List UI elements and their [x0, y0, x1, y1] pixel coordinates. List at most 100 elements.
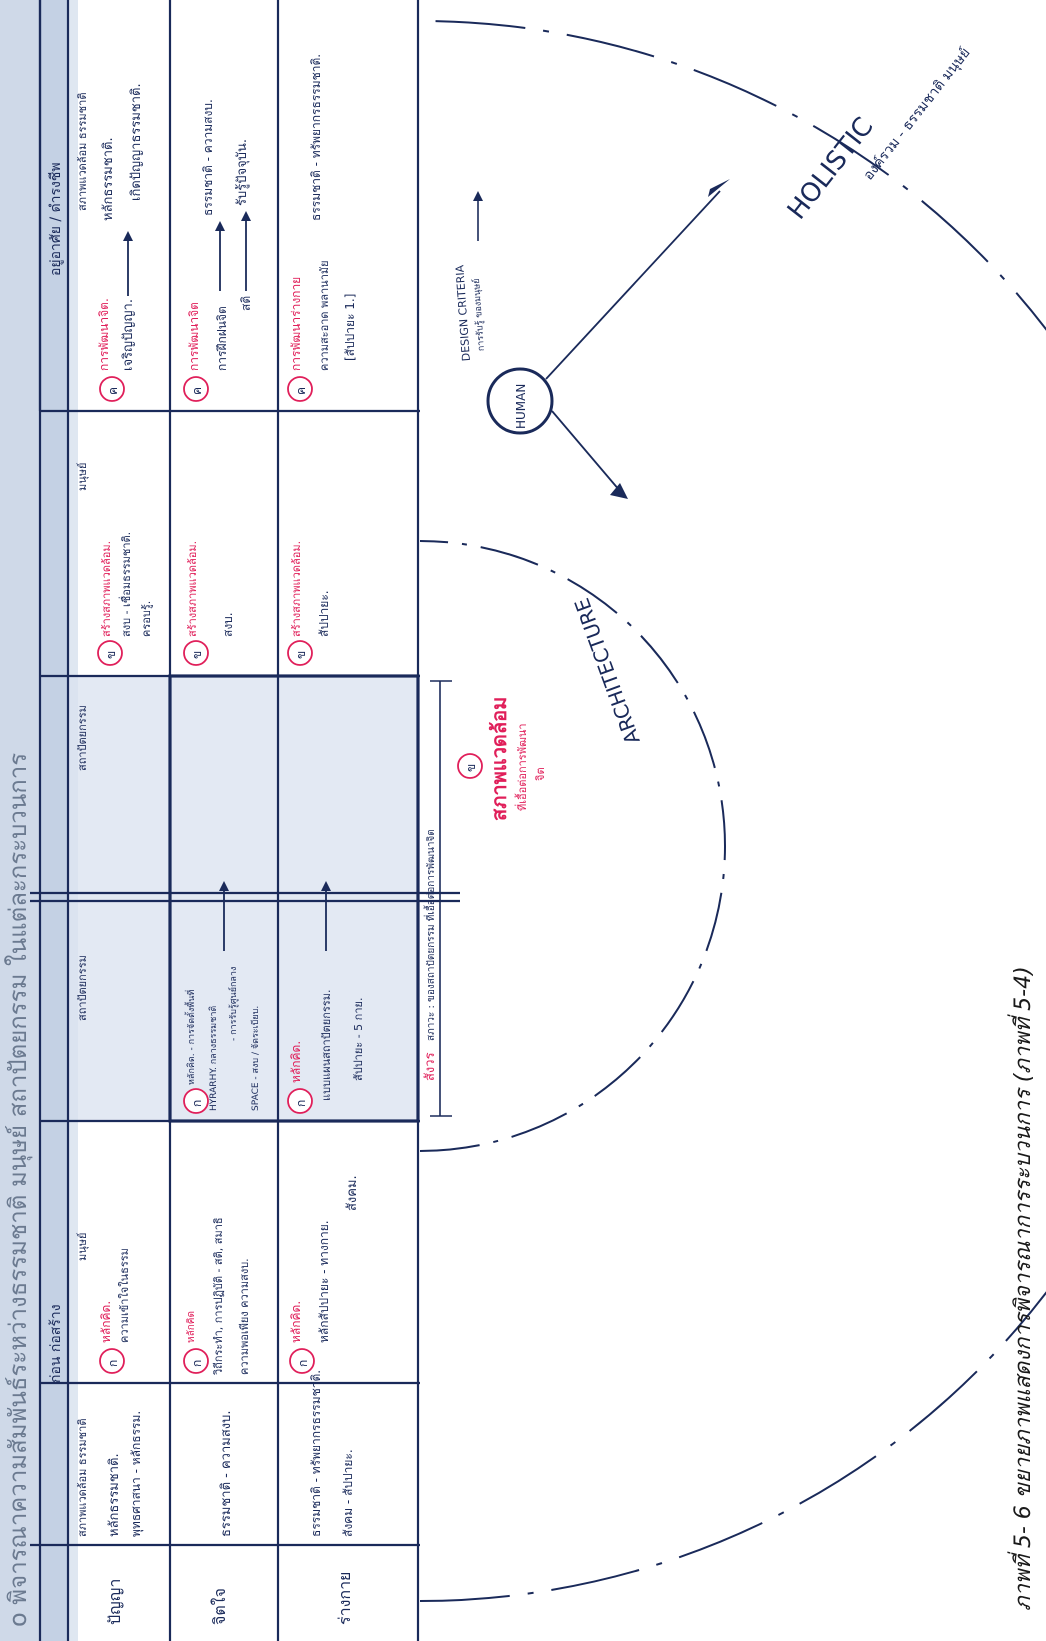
stage-before-label: ก่อน ก่อสร้าง — [48, 1304, 64, 1383]
r2c2-line2: วิถีกระทำ, การปฏิบัติ - สติ, สมาธิ — [212, 1217, 225, 1375]
circle-kho-center-letter: ข — [464, 764, 478, 772]
subhead-arch-during: สถาปัตยกรรม — [76, 705, 89, 771]
r3c1-line1: ธรรมชาติ - ทรัพยากรธรรมชาติ. — [309, 1370, 323, 1537]
circle-kho-r3 — [287, 640, 313, 666]
r2c6-line1: ธรรมชาติ - ความสงบ. — [201, 99, 215, 216]
design-criteria-sub: การรับรู้ ของมนุษย์ — [470, 278, 487, 351]
arrow-head-r2b — [241, 211, 251, 221]
circle-ko-r2-letter: ก — [190, 1360, 204, 1367]
circle-kho-r1-letter: ข — [104, 651, 118, 659]
r3c2-line2: หลักสัปปายะ - ทางกาย. — [317, 1220, 331, 1343]
r3c2-line1: หลักคิด. — [289, 1301, 303, 1343]
r1c4-line1: สร้างสภาพแวดล้อม. — [100, 541, 113, 637]
arrow-head-r2-arch — [219, 881, 229, 891]
r1c2-line1: หลักคิด. — [99, 1301, 113, 1343]
arrow-head-r1 — [123, 231, 133, 241]
row-label-mind: จิตใจ — [210, 1588, 229, 1625]
subhead-human-before: มนุษย์ — [76, 1233, 89, 1261]
architecture-inner-arc — [419, 540, 726, 1152]
r2c4-line1: สร้างสภาพแวดล้อม. — [186, 541, 199, 637]
human-arrow-holistic-head — [708, 179, 730, 197]
r1c1-line1: หลักธรรมชาติ. — [107, 1453, 122, 1537]
r1c1-line2: พุทธศาสนา - หลักธรรม. — [129, 1411, 144, 1537]
holistic-outer-arc — [419, 20, 1046, 1602]
r3c5-line1: การพัฒนาร่างกาย — [289, 277, 303, 371]
design-criteria-arrow-head — [473, 191, 483, 201]
r1c6-line2: เกิดปัญญาธรรมชาติ. — [129, 83, 144, 201]
human-arrow-architecture — [551, 410, 621, 492]
environment-title: สภาพแวดล้อม — [487, 697, 511, 821]
r1c4-line3: ครอบรู้. — [140, 601, 153, 637]
architecture-shaded-block — [68, 676, 418, 1121]
subhead-nature-after: สภาพแวดล้อม ธรรมชาติ — [76, 93, 89, 211]
r3c4-line1: สร้างสภาพแวดล้อม. — [290, 541, 303, 637]
r2c3-line4: SPACE - สงบ / จัดระเบียบ. — [250, 1006, 261, 1111]
r1c5-line1: การพัฒนาจิต. — [97, 298, 111, 371]
circle-kho-r2-letter: ข — [190, 651, 204, 659]
figure-caption: ภาพที่ 5- 6 ขยายภาพแสดงการพิจารณาการระบว… — [1007, 966, 1036, 1611]
r1c6-line1: หลักธรรมชาติ. — [101, 137, 116, 221]
r2c3-line2: HYRARHY. กลางธรรมชาติ — [208, 1006, 219, 1111]
r2c2-line3: ความพอเพียง ความสงบ. — [238, 1258, 251, 1375]
r2c6-line2: รับรู้ปัจจุบัน. — [235, 139, 250, 206]
circle-kho2-r3 — [287, 376, 313, 402]
circle-kho-r1 — [97, 640, 123, 666]
circle-kho2-r2-letter: ค — [190, 387, 204, 395]
circle-kho-r2 — [183, 640, 209, 666]
r2c5-line2: การฝึกฝนจิต — [215, 306, 229, 371]
circle-kho2-r3-letter: ค — [294, 387, 308, 395]
circle-kho2-r1-letter: ค — [106, 387, 120, 395]
arrow-head-r3-arch — [321, 881, 331, 891]
r3c5-line2: ความสะอาด พลานามัย — [318, 260, 331, 371]
r3c3-line3: สัปปายะ - 5 กาย. — [352, 998, 365, 1081]
row-label-wisdom: ปัญญา — [105, 1579, 124, 1625]
design-criteria-title: DESIGN CRITERIA — [453, 264, 473, 362]
r1c5-line2: เจริญปัญญา. — [121, 299, 136, 371]
human-arrow-holistic — [545, 190, 721, 380]
r3c6-line1: ธรรมชาติ - ทรัพยากรธรรมชาติ. — [309, 54, 323, 221]
subhead-arch-before: สถาปัตยกรรม — [76, 955, 89, 1021]
arrow-head-r2a — [215, 221, 225, 231]
circle-ko-r3 — [289, 1348, 315, 1374]
r1c2-line2: ความเข้าใจในธรรม — [118, 1248, 131, 1343]
circle-kho2-r2 — [183, 376, 209, 402]
environment-subtitle2: จิต — [534, 767, 547, 781]
r3c3-line1: หลักคิด. — [289, 1041, 303, 1083]
human-label: HUMAN — [514, 384, 528, 429]
r2c3-line1: หลักคิด. - การจัดตั้งพื้นที่ — [184, 990, 197, 1085]
environment-subtitle: ที่เอื้อต่อการพัฒนา — [514, 723, 529, 811]
r2c4-line2: สงบ. — [221, 612, 235, 637]
r2c2-line1: หลักคิด — [186, 1311, 197, 1343]
circle-kho2-r1 — [99, 376, 125, 402]
r3c1-line2: สังคม - สัปปายะ. — [341, 1449, 355, 1537]
header-text: o พิจารณาความสัมพันธ์ระหว่างธรรมชาติ มนุ… — [4, 753, 33, 1627]
r2c3-line3: - การรับรู้ศูนย์กลาง — [227, 967, 239, 1041]
circle-ko-r2-arch-letter: ก — [190, 1100, 204, 1107]
circle-ko-r1-letter: ก — [106, 1360, 120, 1367]
r2c5-line1: การพัฒนาจิต — [187, 302, 201, 371]
bracket-label-red: สังวร — [423, 1052, 438, 1081]
circle-ko-r3-letter: ก — [296, 1360, 310, 1367]
r3c5-line3: [สัปปายะ 1.] — [343, 294, 357, 361]
stage-after-label: อยู่อาศัย / ดำรงชีพ — [48, 162, 64, 276]
row-label-body: ร่างกาย — [335, 1572, 354, 1625]
r3c3-line2: แบบแผนสถาปัตยกรรม. — [320, 990, 333, 1101]
circle-ko-r3-arch — [287, 1088, 313, 1114]
circle-ko-r3-arch-letter: ก — [294, 1100, 308, 1107]
architecture-label: ARCHITECTURE — [570, 595, 645, 748]
circle-ko-r1 — [99, 1348, 125, 1374]
subhead-nature-before: สภาพแวดล้อม ธรรมชาติ — [76, 1419, 89, 1537]
human-circle — [486, 367, 554, 435]
r2c1-line1: ธรรมชาติ - ความสงบ. — [219, 1410, 234, 1537]
holistic-note: องค์รวม - ธรรมชาติ มนุษย์ — [860, 44, 974, 183]
circle-kho-r3-letter: ข — [294, 651, 308, 659]
circle-kho-center — [457, 753, 483, 779]
bracket-label-blue: สภาวะ : ของสถาปัตยกรรม ที่เอื้อต่อการพัฒ… — [423, 829, 437, 1041]
architecture-cell-frame — [168, 674, 420, 1123]
r1c4-line2: สงบ - เชื่อมธรรมชาติ. — [118, 532, 133, 637]
r3c2-line3: สังคม. — [345, 1175, 360, 1211]
subhead-human-after: มนุษย์ — [76, 463, 89, 491]
